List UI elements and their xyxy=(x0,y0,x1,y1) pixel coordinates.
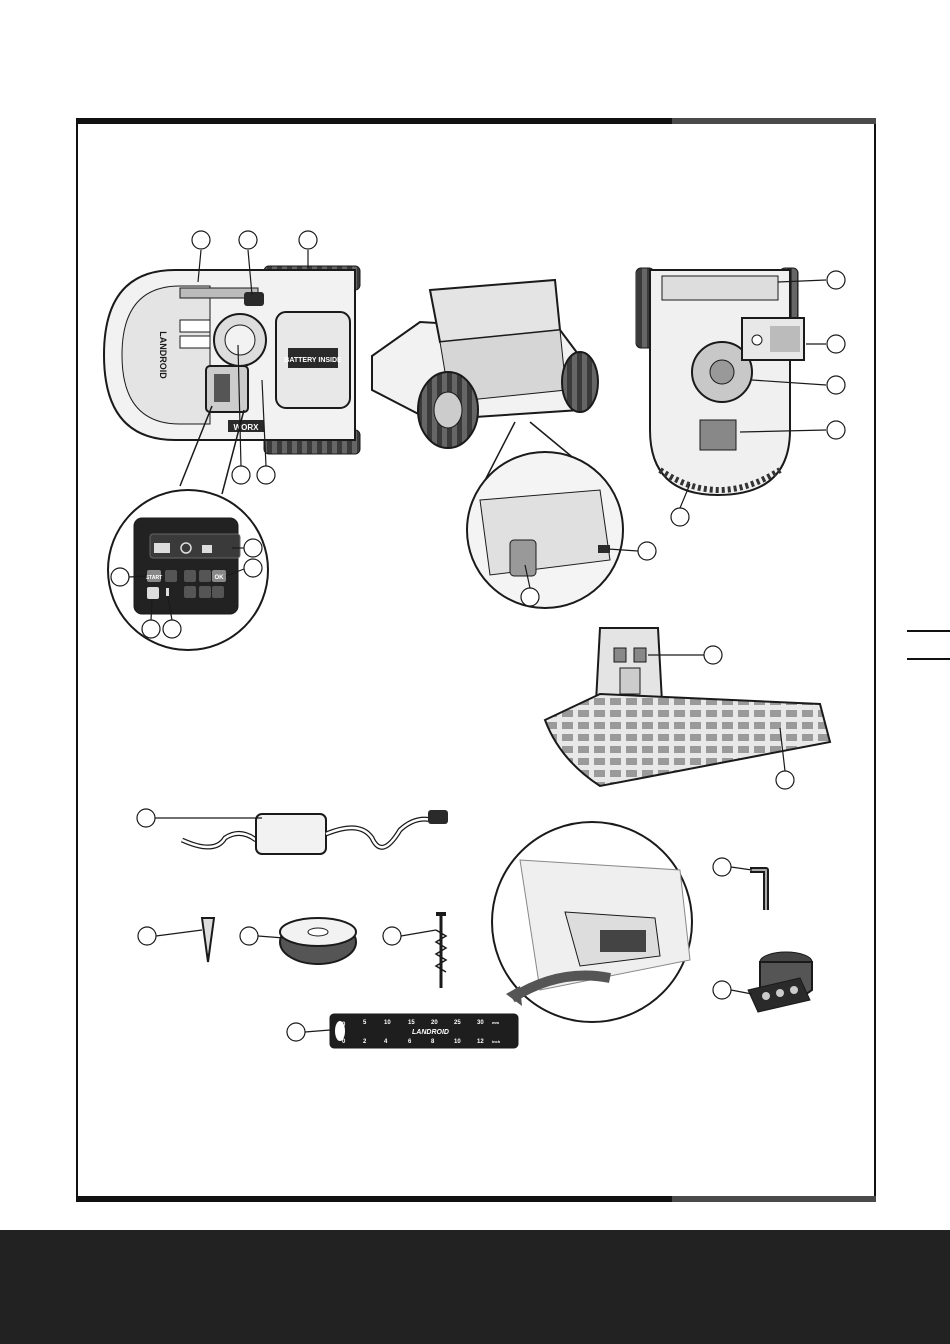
wire-connector xyxy=(748,952,812,1012)
svg-text:30: 30 xyxy=(477,1020,484,1026)
callout-marker xyxy=(827,421,845,439)
hex-key-icon xyxy=(750,870,766,910)
callout-marker xyxy=(111,568,129,586)
svg-text:OK: OK xyxy=(215,575,225,581)
callout-marker xyxy=(163,620,181,638)
callout-marker xyxy=(192,231,210,249)
height-gauge: 0 0 5 10 15 20 25 30 mm 2 4 6 8 10 12 in… xyxy=(330,1014,518,1048)
callout-marker xyxy=(239,231,257,249)
callout-marker xyxy=(244,559,262,577)
callout-marker xyxy=(704,646,722,664)
peg-icon xyxy=(202,918,214,962)
callout-marker xyxy=(827,376,845,394)
lock-icon xyxy=(202,545,212,553)
right-key[interactable] xyxy=(212,586,224,598)
battery-cover-text: BATTERY INSIDE xyxy=(284,357,342,364)
mower-top-view: BATTERY INSIDE LANDROID WORX xyxy=(104,266,360,454)
callout-marker xyxy=(138,927,156,945)
svg-text:15: 15 xyxy=(408,1020,415,1026)
power-supply xyxy=(182,810,448,854)
svg-text:LANDROID: LANDROID xyxy=(412,1029,449,1036)
arrow-icon xyxy=(506,986,522,1006)
callout-marker xyxy=(521,588,539,606)
svg-text:START: START xyxy=(146,575,162,581)
callout-marker xyxy=(713,858,731,876)
callout-marker xyxy=(638,542,656,560)
down-key[interactable] xyxy=(199,586,211,598)
battery-pack xyxy=(510,540,536,576)
svg-text:10: 10 xyxy=(384,1020,391,1026)
led-indicator xyxy=(166,588,169,596)
svg-text:12: 12 xyxy=(477,1039,484,1045)
callout-marker xyxy=(257,466,275,484)
home-key[interactable] xyxy=(165,570,177,582)
mower-perspective-view xyxy=(372,280,598,448)
svg-text:20: 20 xyxy=(431,1020,438,1026)
charging-station xyxy=(545,628,830,786)
callout-marker xyxy=(827,271,845,289)
callout-marker xyxy=(713,981,731,999)
callout-marker xyxy=(244,539,262,557)
model-badge: WORX xyxy=(234,423,260,432)
battery-icon xyxy=(154,543,170,553)
power-key[interactable] xyxy=(147,587,159,599)
back-key[interactable] xyxy=(184,570,196,582)
left-key[interactable] xyxy=(184,586,196,598)
callout-marker xyxy=(287,1023,305,1041)
screw-peg xyxy=(436,912,446,988)
svg-text:25: 25 xyxy=(454,1020,461,1026)
up-key[interactable] xyxy=(199,570,211,582)
callout-marker xyxy=(776,771,794,789)
battery-compartment-zoom xyxy=(467,452,623,608)
cover-removal-zoom xyxy=(492,822,692,1022)
callout-marker xyxy=(383,927,401,945)
svg-text:10: 10 xyxy=(454,1039,461,1045)
callout-marker xyxy=(299,231,317,249)
boundary-wire-spool xyxy=(280,918,356,964)
callout-marker xyxy=(240,927,258,945)
svg-text:inch: inch xyxy=(492,1039,501,1044)
callout-marker xyxy=(671,508,689,526)
svg-text:mm: mm xyxy=(492,1020,500,1025)
callout-marker xyxy=(827,335,845,353)
callout-marker xyxy=(232,466,250,484)
brand-logo-top: LANDROID xyxy=(158,331,168,379)
callout-marker xyxy=(137,809,155,827)
callout-marker xyxy=(142,620,160,638)
